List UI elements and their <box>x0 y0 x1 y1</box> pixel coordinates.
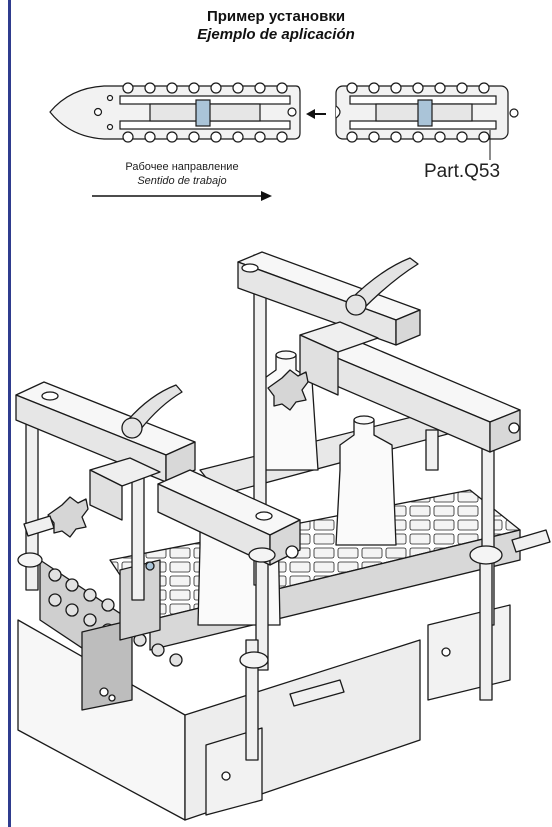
direction-label-russian: Рабочее направление <box>125 161 239 173</box>
direction-label-spanish: Sentido de trabajo <box>137 175 227 187</box>
title-russian: Пример установки <box>206 8 346 25</box>
crossbar-back <box>237 251 421 346</box>
side-rod-right <box>511 529 551 553</box>
side-rod-front <box>289 679 345 707</box>
lower-clamp-right <box>427 604 511 701</box>
rod-front-left <box>245 639 259 761</box>
left-margin-rule <box>8 0 11 827</box>
crossbar-front <box>157 469 301 566</box>
rod-front-right <box>479 559 493 701</box>
insertion-arrow <box>306 109 326 119</box>
crossbar-front-right <box>317 337 521 453</box>
part-label: Part.Q53 <box>424 161 501 182</box>
working-direction-arrow <box>92 191 272 201</box>
chain-segment-q53 <box>335 82 519 143</box>
title-spanish: Ejemplo de aplicación <box>197 26 355 43</box>
conveyor-assembly <box>15 251 551 821</box>
chain-segment-nosepiece <box>49 82 301 143</box>
guide-block <box>81 619 133 711</box>
star-knobs <box>47 369 309 538</box>
clamp-levers <box>121 257 419 439</box>
